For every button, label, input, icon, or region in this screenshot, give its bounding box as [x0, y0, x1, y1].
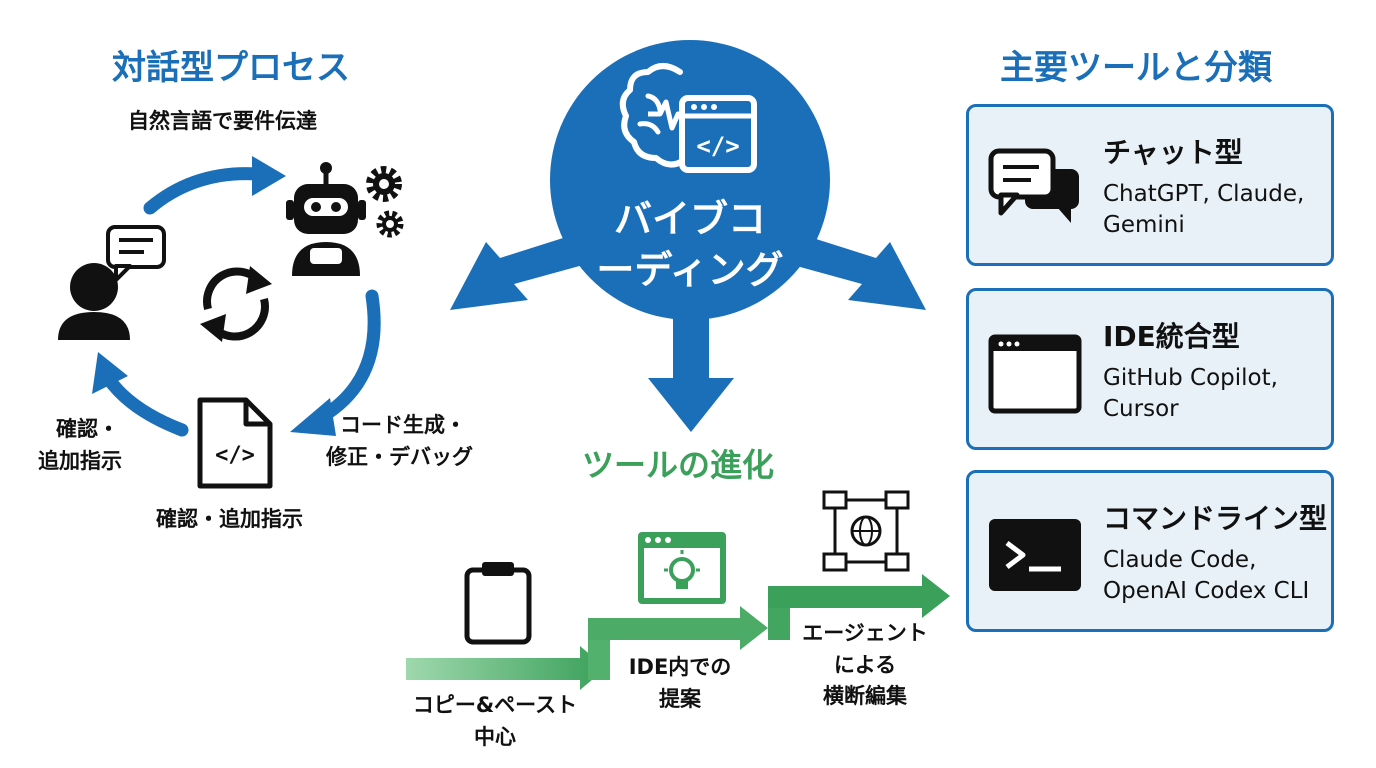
terminal-icon: [989, 519, 1081, 591]
requirements-label: 自然言語で要件伝達: [128, 109, 317, 133]
gear-icon: [366, 166, 404, 238]
vibe-coding-line2: ーディング: [596, 248, 784, 293]
svg-text:</>: </>: [696, 132, 739, 160]
tool-card-ide: IDE統合型 GitHub Copilot, Cursor: [966, 288, 1334, 450]
tool-card-ide-title: IDE統合型: [1103, 320, 1240, 353]
tools-title: 主要ツールと分類: [1000, 48, 1272, 88]
window-icon: [988, 334, 1082, 414]
svg-text:</>: </>: [215, 443, 255, 468]
confirm-label-1: 確認・: [56, 417, 119, 441]
right-arrow: [782, 232, 926, 310]
tool-card-chat: チャット型 ChatGPT, Claude, Gemini: [966, 104, 1334, 266]
vibe-coding-title: バイブコ ーディング: [570, 194, 810, 297]
tool-card-chat-title: チャット型: [1103, 136, 1243, 169]
confirm-label-2: 追加指示: [38, 449, 122, 473]
tool-card-cli-title: コマンドライン型: [1103, 502, 1328, 535]
evolution-step-3-label: エージェント による 横断編集: [802, 621, 928, 708]
tool-card-ide-desc: GitHub Copilot, Cursor: [1103, 365, 1278, 423]
clipboard-icon: [464, 562, 532, 645]
brain-code-icon: </>: [619, 63, 757, 173]
left-arrow: [450, 232, 594, 310]
tool-card-cli-desc: Claude Code, OpenAI Codex CLI: [1103, 547, 1310, 605]
robot-icon: [286, 162, 404, 276]
evolution-step-2-label: IDE内での 提案: [628, 655, 732, 711]
code-gen-label-1: コード生成・: [340, 413, 466, 437]
code-gen-label-2: 修正・デバッグ: [326, 445, 473, 469]
lightbulb-window-icon: [638, 532, 726, 604]
evolution-title: ツールの進化: [582, 446, 775, 484]
bottom-confirm-label: 確認・追加指示: [156, 507, 303, 531]
refresh-cycle-icon: [200, 266, 272, 342]
evolution-step-1-label: コピー&ペースト 中心: [412, 693, 578, 749]
vibe-coding-line1: バイブコ: [613, 197, 766, 241]
person-icon: [58, 225, 166, 340]
network-globe-icon: [822, 490, 910, 572]
process-title: 対話型プロセス: [112, 48, 350, 88]
chat-bubbles-icon: [988, 148, 1079, 223]
code-file-icon: </>: [197, 397, 273, 489]
tool-card-chat-desc: ChatGPT, Claude, Gemini: [1103, 181, 1305, 239]
tool-card-cli: コマンドライン型 Claude Code, OpenAI Codex CLI: [966, 470, 1334, 632]
